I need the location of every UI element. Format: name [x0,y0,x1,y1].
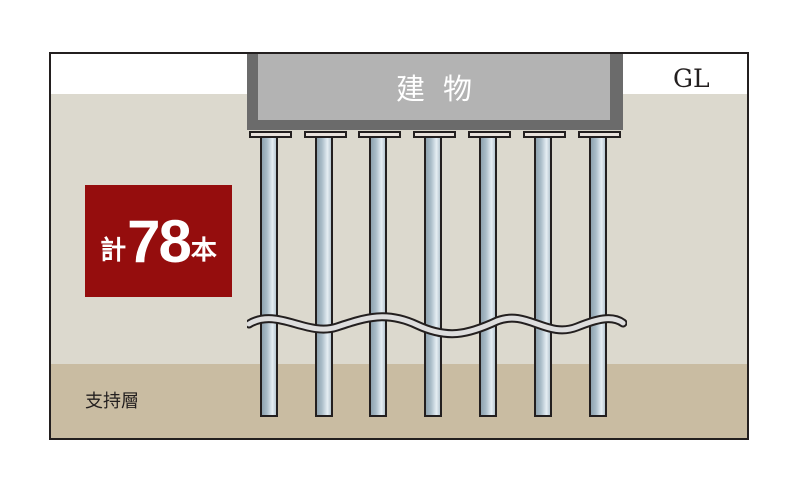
building-label: 建物 [395,72,490,106]
ground-level-label: GL [673,64,710,93]
pile-cap [304,131,347,138]
building-panel: 建物 [258,54,610,120]
bearing-layer [51,364,747,438]
pile [315,135,333,417]
pile [534,135,552,417]
pile-cap [578,131,621,138]
pile-cap [413,131,456,138]
badge-prefix: 計 [100,235,127,266]
pile [260,135,278,417]
break-line-icon [247,312,627,339]
badge-suffix: 本 [190,235,217,266]
pile-cap [358,131,401,138]
bearing-layer-label: 支持層 [85,391,139,412]
badge-number: 78 [127,207,192,275]
pile [424,135,442,417]
pile-cap [523,131,566,138]
pile [479,135,497,417]
pile-cap [249,131,292,138]
pile [589,135,607,417]
pile-cap [468,131,511,138]
pile [369,135,387,417]
total-piles-badge: 計 78 本 [85,185,232,297]
foundation-diagram: GL 建物 計 78 本 支持層 [49,52,749,440]
building: 建物 [247,54,623,130]
